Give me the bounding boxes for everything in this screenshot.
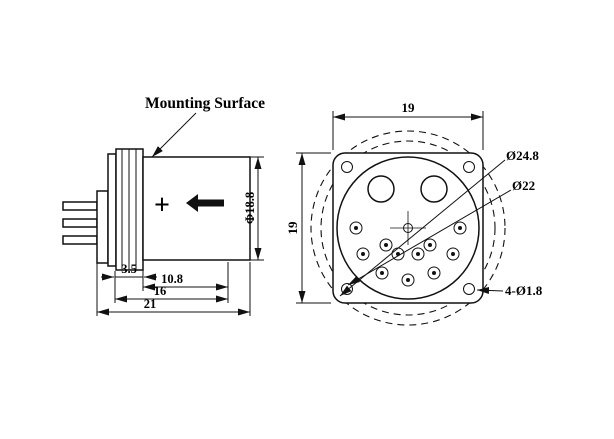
dashed-circle-22 bbox=[320, 140, 496, 316]
dim-16-text: 16 bbox=[154, 284, 167, 298]
dim-21-text: 21 bbox=[144, 297, 157, 311]
callout-corner-holes: 4-Ø1.8 bbox=[476, 283, 543, 298]
dimension-10-8: 10.8 bbox=[143, 262, 229, 303]
pin-pattern bbox=[349, 221, 467, 287]
corner-holes-text: 4-Ø1.8 bbox=[505, 283, 543, 298]
dia-22-text: Ø22 bbox=[512, 178, 535, 193]
dim-3-5-text: 3.5 bbox=[121, 262, 137, 276]
dashed-circle-24-8 bbox=[310, 130, 506, 326]
dimension-width-19: 19 bbox=[332, 100, 484, 150]
large-holes bbox=[367, 175, 448, 203]
dimension-21: 21 bbox=[96, 262, 251, 316]
dimension-16: 16 bbox=[115, 284, 228, 303]
dia-24-8-text: Ø24.8 bbox=[506, 148, 539, 163]
side-view: + Mounting Surface Φ18.8 3.5 10.8 bbox=[62, 95, 265, 316]
plus-mark: + bbox=[154, 190, 170, 221]
dimension-height-19: 19 bbox=[285, 152, 331, 304]
direction-arrow-icon bbox=[186, 194, 224, 212]
dim-body-diameter-text: Φ18.8 bbox=[243, 192, 257, 224]
front-view: 19 19 Ø24.8 Ø22 4-Ø1.8 bbox=[285, 100, 543, 326]
dimension-body-diameter: Φ18.8 bbox=[243, 156, 264, 261]
connector-pins bbox=[62, 201, 98, 245]
housing-steps bbox=[96, 148, 144, 271]
mounting-surface-leader bbox=[151, 112, 197, 158]
dim-10-8-text: 10.8 bbox=[161, 272, 183, 286]
dim-height-text: 19 bbox=[285, 221, 300, 235]
mounting-surface-label: Mounting Surface bbox=[145, 95, 265, 112]
dim-width-text: 19 bbox=[402, 100, 416, 115]
callout-22: Ø22 bbox=[347, 178, 535, 286]
